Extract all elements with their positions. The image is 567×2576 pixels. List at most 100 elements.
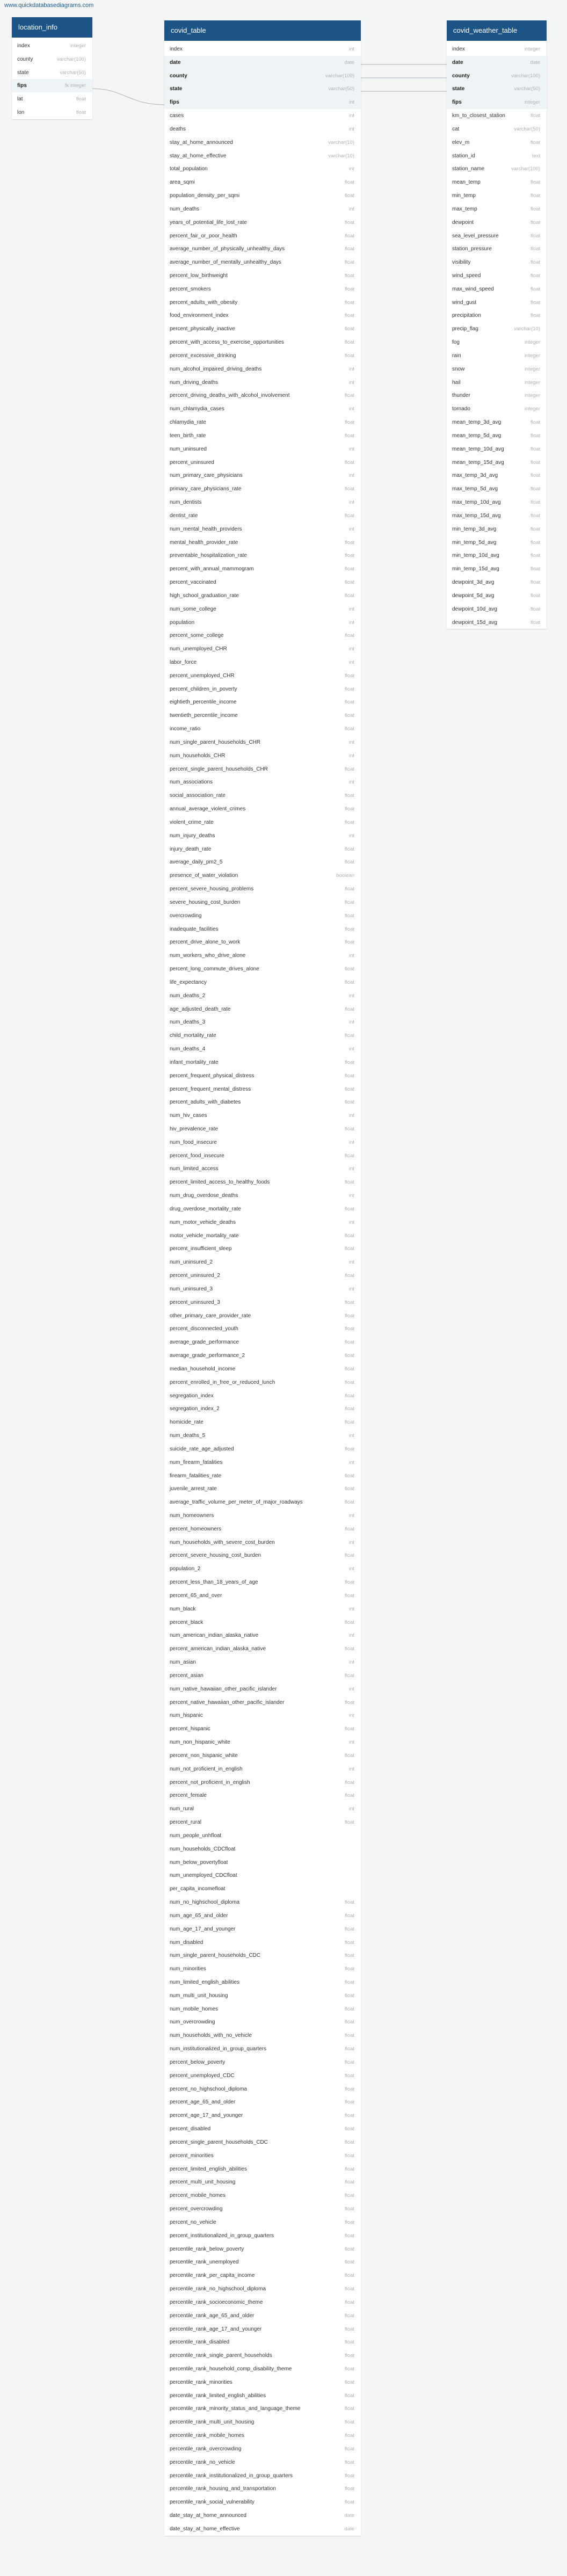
column-row[interactable]: num_below_povertyfloat [164,1856,361,1869]
column-row[interactable]: average_traffic_volume_per_meter_of_majo… [164,1496,361,1509]
column-row[interactable]: percentile_rank_housing_and_transportati… [164,2483,361,2496]
column-row[interactable]: average_number_of_mentally_unhealthy_day… [164,256,361,269]
column-row[interactable]: percent_driving_deaths_with_alcohol_invo… [164,389,361,403]
column-row[interactable]: percentile_rank_institutionalized_in_gro… [164,2469,361,2483]
column-row[interactable]: num_households_CDCfloat [164,1842,361,1856]
column-row[interactable]: percentile_rank_single_parent_households… [164,2349,361,2362]
table-title[interactable]: location_info [12,17,92,38]
table-title[interactable]: covid_weather_table [447,20,547,41]
column-row[interactable]: per_capita_incomefloat [164,1882,361,1896]
column-row[interactable]: percent_native_hawaiian_other_pacific_is… [164,1696,361,1709]
column-row[interactable]: num_native_hawaiian_other_pacific_island… [164,1682,361,1696]
